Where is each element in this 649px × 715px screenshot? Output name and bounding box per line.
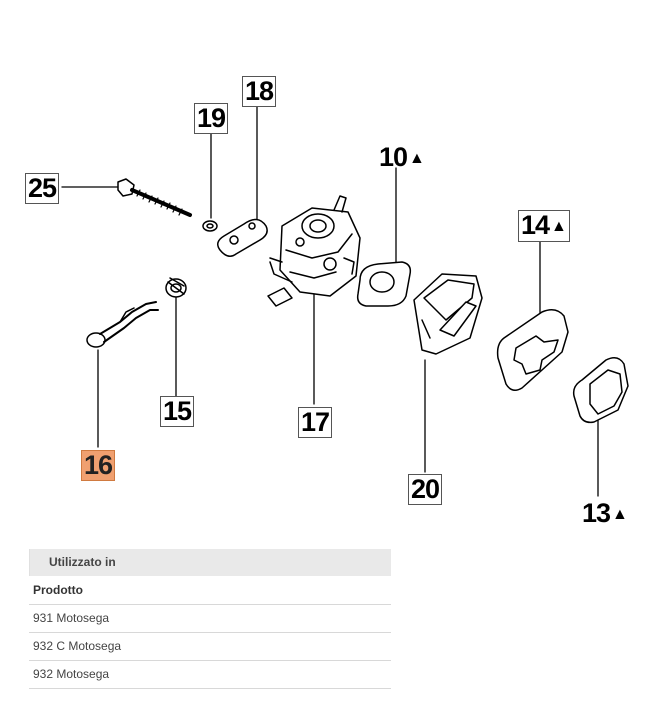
table-row[interactable]: 932 C Motosega [29,633,391,661]
exploded-parts-diagram: 25 19 18 10▲ 14▲ 15 16 17 20 13▲ [25,76,630,529]
callout-17-text: 17 [301,407,330,437]
table-row[interactable]: 932 Motosega [29,661,391,689]
callout-20-text: 20 [411,474,440,504]
part-20-intake [413,273,483,355]
part-10-gasket [356,261,412,307]
part-18-plate [217,218,268,257]
callout-25: 25 [25,173,60,204]
callout-14: 14▲ [518,210,570,243]
callout-25-text: 25 [28,173,57,203]
callout-20: 20 [408,474,443,505]
callout-10-text: 10 [379,142,408,172]
triangle-icon: ▲ [612,506,628,524]
callout-10: 10▲ [377,143,427,173]
callout-16-text: 16 [84,450,113,480]
part-14-gasket [496,309,569,391]
callout-16-highlighted[interactable]: 16 [81,450,116,481]
callout-14-text: 14 [521,210,550,240]
table-title: Utilizzato in [29,549,391,576]
leader-lines [61,103,599,497]
triangle-icon: ▲ [551,218,567,236]
parts-drawing [61,103,629,497]
callout-15: 15 [160,396,195,427]
part-13-gasket [572,357,629,424]
callout-19-text: 19 [197,103,226,133]
part-19-washer [202,220,218,232]
part-25-screw [117,178,192,217]
column-header-product: Prodotto [29,576,391,605]
callout-18: 18 [242,76,277,107]
callout-19: 19 [194,103,229,134]
part-17-carburetor [267,195,361,307]
callout-18-text: 18 [245,76,274,106]
callout-13-text: 13 [582,498,611,528]
part-15-bushing [165,277,187,298]
used-in-table: Utilizzato in Prodotto 931 Motosega 932 … [29,549,391,689]
callout-17: 17 [298,407,333,438]
triangle-icon: ▲ [409,150,425,168]
table-row[interactable]: 931 Motosega [29,605,391,633]
callout-15-text: 15 [163,396,192,426]
part-16-choke-rod [86,301,159,348]
callout-13: 13▲ [580,499,630,529]
